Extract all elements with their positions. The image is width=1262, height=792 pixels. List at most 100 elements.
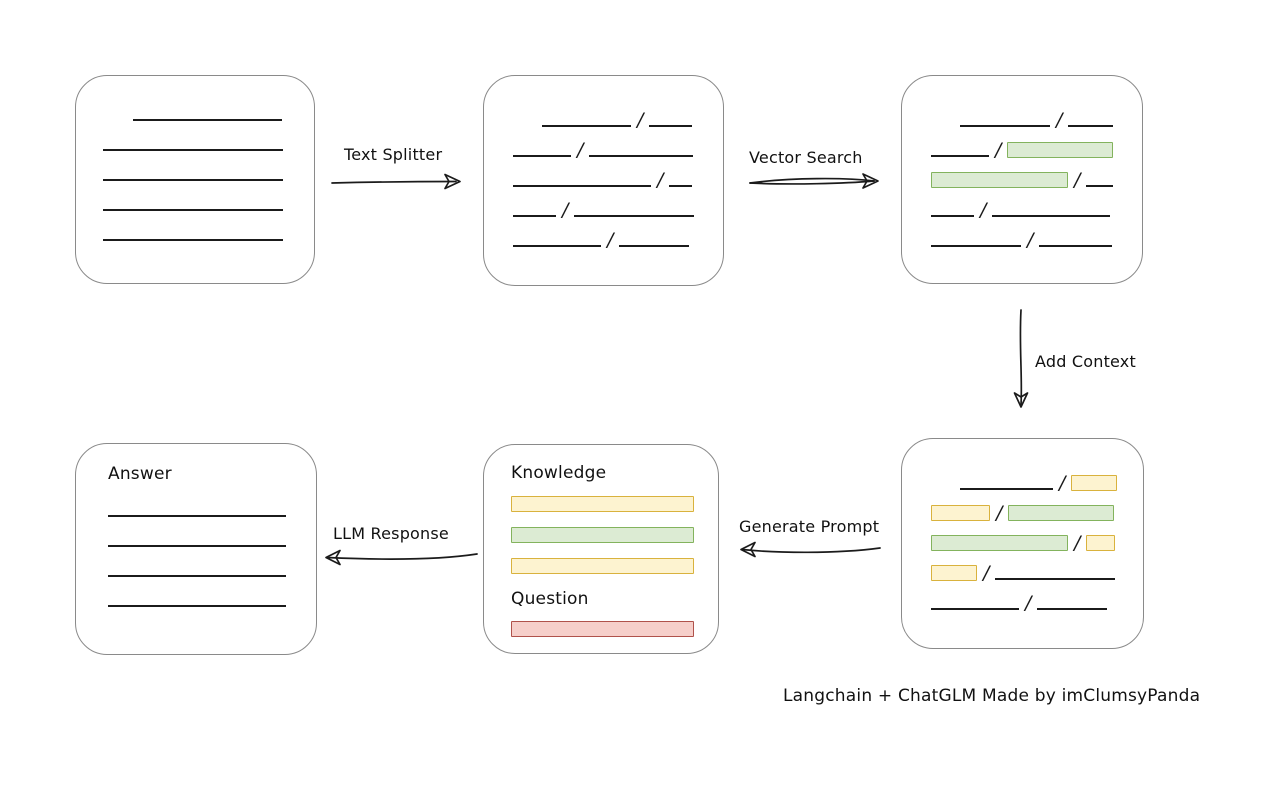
text-line-segment (589, 155, 694, 157)
text-line-segment (103, 239, 283, 241)
text-line-segment (103, 149, 283, 151)
green-highlight-chunk (931, 172, 1068, 188)
text-row: / (931, 128, 1142, 161)
text-row (108, 488, 316, 518)
llm-response-arrow (325, 549, 478, 566)
box-answer: Answer (75, 443, 317, 655)
vector-search-arrow (749, 173, 879, 189)
slash-separator: / (983, 562, 990, 584)
box-prompt: Knowledge Question (483, 444, 719, 654)
text-line-segment (931, 215, 974, 217)
slash-separator: / (1056, 109, 1063, 131)
text-line-segment (133, 119, 282, 121)
text-splitter-label: Text Splitter (344, 145, 443, 164)
indent-gap (931, 127, 960, 128)
text-line-segment (108, 545, 286, 547)
slash-separator: / (562, 199, 569, 221)
answer-label: Answer (108, 464, 172, 484)
text-row: / (931, 491, 1143, 523)
green-bar (511, 527, 694, 543)
text-row: / (931, 188, 1142, 221)
green-highlight-chunk (931, 535, 1068, 551)
slash-separator: / (1059, 472, 1066, 494)
question-label: Question (511, 589, 589, 609)
text-line-segment (669, 185, 693, 187)
indent-gap (103, 121, 133, 122)
text-line-segment (574, 215, 695, 217)
text-line-segment (1068, 125, 1114, 127)
yellow-bar (511, 496, 694, 512)
slash-separator: / (607, 229, 614, 251)
text-row (103, 92, 314, 122)
text-row: / (513, 218, 723, 251)
generate-prompt-label: Generate Prompt (739, 517, 880, 536)
indent-gap (513, 127, 542, 128)
text-row: / (931, 581, 1143, 613)
text-line-segment (513, 215, 556, 217)
context-chunk-lines: ///// (902, 439, 1143, 613)
text-row (108, 518, 316, 548)
text-line-segment (103, 209, 283, 211)
text-row: / (931, 461, 1143, 494)
yellow-highlight-chunk (1086, 535, 1116, 551)
text-row: / (513, 188, 723, 221)
text-row (103, 212, 314, 242)
document-lines (76, 76, 314, 242)
text-line-segment (960, 125, 1050, 127)
text-row: / (931, 218, 1142, 250)
text-line-segment (513, 245, 601, 247)
text-line-segment (1086, 185, 1114, 187)
text-line-segment (108, 575, 286, 577)
text-line-segment (1037, 608, 1108, 610)
text-line-segment (931, 608, 1019, 610)
text-line-segment (1039, 245, 1113, 247)
text-line-segment (931, 245, 1021, 247)
slash-separator: / (1074, 532, 1081, 554)
text-row: / (931, 98, 1142, 131)
answer-lines (108, 488, 316, 608)
text-row (103, 182, 314, 212)
text-row: / (513, 98, 723, 131)
slash-separator: / (980, 199, 987, 221)
slash-separator: / (577, 139, 584, 161)
red-bar (511, 621, 694, 637)
text-row (103, 122, 314, 152)
text-row: / (513, 128, 723, 161)
slash-separator: / (995, 139, 1002, 161)
text-row: / (931, 521, 1143, 554)
text-line-segment (103, 179, 283, 181)
text-line-segment (960, 488, 1053, 490)
generate-prompt-arrow (740, 541, 881, 558)
text-line-segment (992, 215, 1111, 217)
yellow-highlight-chunk (931, 565, 977, 581)
text-line-segment (108, 605, 286, 607)
knowledge-bars (511, 496, 694, 574)
yellow-bar (511, 558, 694, 574)
yellow-highlight-chunk (931, 505, 990, 521)
text-row: / (513, 158, 723, 190)
add-context-arrow (1013, 309, 1029, 408)
text-line-segment (931, 155, 989, 157)
text-row (103, 152, 314, 182)
split-chunk-lines: ///// (484, 76, 723, 251)
text-row (108, 578, 316, 608)
text-line-segment (108, 515, 286, 517)
credit-text: Langchain + ChatGLM Made by imClumsyPand… (783, 686, 1201, 706)
text-line-segment (995, 578, 1116, 580)
box-split-chunks: ///// (483, 75, 724, 286)
question-bars (511, 621, 694, 637)
text-splitter-arrow (331, 173, 461, 190)
knowledge-label: Knowledge (511, 463, 607, 483)
box-source-document (75, 75, 315, 284)
text-row: / (931, 158, 1142, 191)
text-line-segment (649, 125, 693, 127)
box-vector-matches: ///// (901, 75, 1143, 284)
slash-separator: / (637, 109, 644, 131)
text-row (108, 548, 316, 578)
slash-separator: / (1074, 169, 1081, 191)
add-context-label: Add Context (1035, 352, 1136, 371)
text-line-segment (542, 125, 631, 127)
green-highlight-chunk (1007, 142, 1114, 158)
text-line-segment (513, 185, 651, 187)
